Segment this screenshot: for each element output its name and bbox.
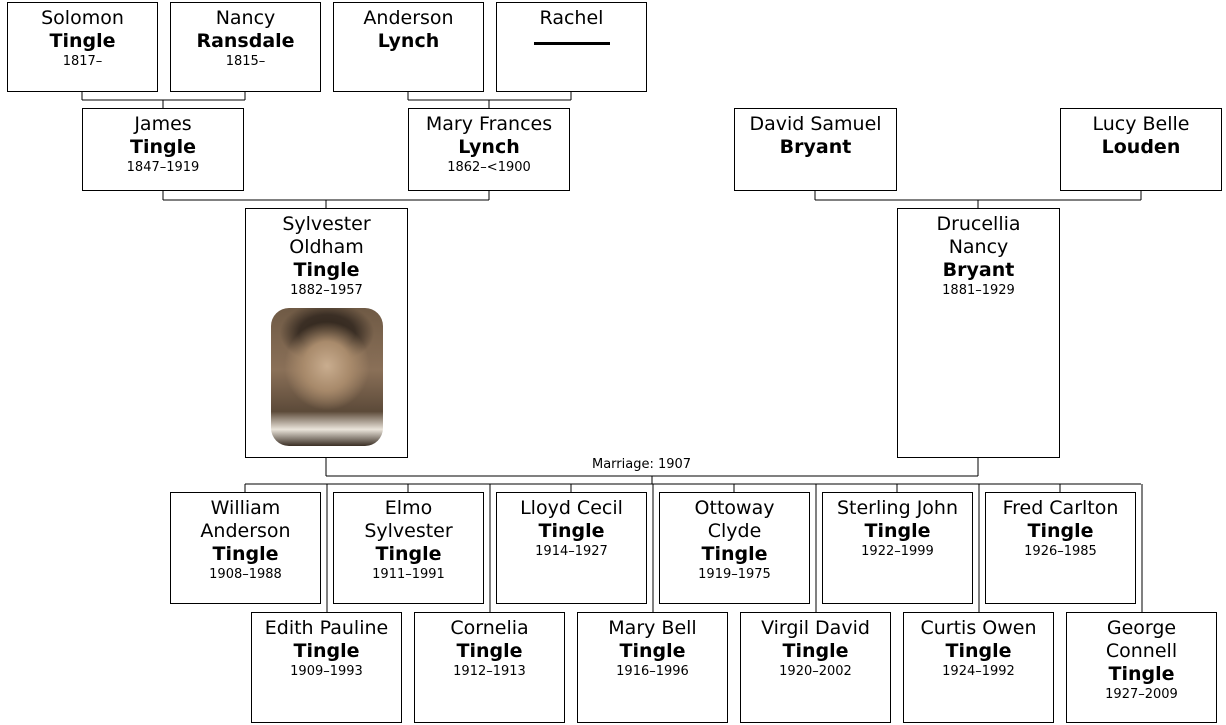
person-dates: 1817– xyxy=(62,54,103,69)
person-dates: 1911–1991 xyxy=(372,567,445,582)
person-dates: 1926–1985 xyxy=(1024,544,1097,559)
person-surname: Tingle xyxy=(456,640,523,662)
person-surname: Bryant xyxy=(779,136,852,158)
person-surname: Tingle xyxy=(619,640,686,662)
person-given-name: Sterling John xyxy=(836,497,959,519)
person-given-name: Anderson xyxy=(363,7,454,29)
person-dates: 1927–2009 xyxy=(1105,687,1178,702)
person-dates: 1847–1919 xyxy=(126,160,200,175)
person-dates: 1919–1975 xyxy=(698,567,771,582)
person-given-name: Solomon xyxy=(41,7,124,29)
person-given-name: Elmo Sylvester xyxy=(364,497,453,542)
person-dates: 1909–1993 xyxy=(290,664,363,679)
person-surname: Lynch xyxy=(458,136,520,158)
person-given-name: David Samuel xyxy=(749,113,882,135)
person-given-name: Lucy Belle xyxy=(1092,113,1190,135)
person-surname: Tingle xyxy=(130,136,196,158)
person-dates: 1924–1992 xyxy=(942,664,1015,679)
person-given-name: Ottoway Clyde xyxy=(694,497,775,542)
person-box-rachel[interactable]: Rachel xyxy=(496,2,647,92)
person-dates: 1914–1927 xyxy=(535,544,608,559)
person-dates: 1815– xyxy=(225,54,266,69)
person-given-name: Curtis Owen xyxy=(920,617,1037,639)
person-given-name: Cornelia xyxy=(450,617,529,639)
marriage-label: Marriage: 1907 xyxy=(590,457,694,472)
person-surname: Ransdale xyxy=(196,30,295,52)
person-surname: Tingle xyxy=(1108,663,1175,685)
person-given-name: George Connell xyxy=(1105,617,1178,662)
person-surname: Tingle xyxy=(864,520,931,542)
person-given-name: Nancy xyxy=(215,7,276,29)
person-surname: Tingle xyxy=(375,543,442,565)
person-surname: Lynch xyxy=(377,30,440,52)
person-surname: Tingle xyxy=(212,543,279,565)
person-given-name: Virgil David xyxy=(761,617,870,639)
person-surname: Bryant xyxy=(942,259,1015,281)
person-surname: Tingle xyxy=(701,543,768,565)
person-given-name: Drucellia Nancy xyxy=(936,213,1021,258)
person-given-name: Sylvester Oldham xyxy=(282,213,371,258)
person-surname: Tingle xyxy=(293,640,360,662)
person-given-name: James xyxy=(134,113,192,135)
person-dates: 1882–1957 xyxy=(290,283,363,298)
person-given-name: Lloyd Cecil xyxy=(520,497,623,519)
person-given-name: Mary Frances xyxy=(425,113,553,135)
person-given-name: Rachel xyxy=(539,7,604,29)
person-surname: Tingle xyxy=(782,640,849,662)
person-dates: 1922–1999 xyxy=(861,544,934,559)
person-given-name: Fred Carlton xyxy=(1002,497,1119,519)
person-surname: Tingle xyxy=(1027,520,1094,542)
person-surname: Tingle xyxy=(945,640,1012,662)
person-given-name: Mary Bell xyxy=(608,617,697,639)
person-dates: 1862–<1900 xyxy=(447,160,531,175)
person-given-name: William Anderson xyxy=(200,497,291,542)
unknown-surname-line xyxy=(533,42,610,45)
person-surname: Louden xyxy=(1101,136,1181,158)
person-dates: 1881–1929 xyxy=(942,283,1015,298)
person-surname: Tingle xyxy=(293,259,360,281)
person-dates: 1920–2002 xyxy=(779,664,852,679)
person-dates: 1908–1988 xyxy=(209,567,282,582)
person-surname: Tingle xyxy=(538,520,605,542)
person-given-name: Edith Pauline xyxy=(264,617,389,639)
portrait-photo[interactable] xyxy=(270,308,383,446)
person-surname: Tingle xyxy=(49,30,116,52)
person-dates: 1916–1996 xyxy=(616,664,689,679)
person-dates: 1912–1913 xyxy=(453,664,526,679)
